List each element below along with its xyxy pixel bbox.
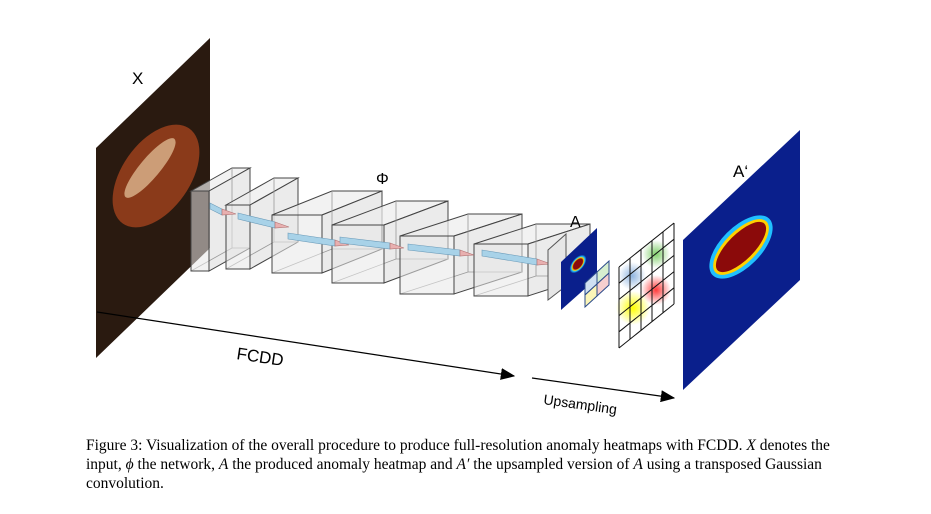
caption-text: Figure 3: Visualization of the overall p… (86, 437, 747, 454)
kernel (339, 236, 405, 250)
caption-text: the upsampled version of (469, 456, 634, 473)
grid-line (618, 238, 675, 284)
caption-text: denotes the input, (86, 437, 830, 473)
heatmap-a (561, 228, 597, 310)
heatmap-upsampled (683, 130, 800, 390)
network-layers (189, 167, 591, 297)
caption-var-a: A (633, 456, 643, 473)
kernel-grid (584, 259, 610, 309)
grid-line (618, 255, 675, 300)
kernel (209, 202, 237, 216)
caption-text: the produced anomaly heatmap and (228, 456, 457, 473)
fcdd-label: FCDD (235, 344, 285, 370)
upsampled-label: A‘ (733, 162, 748, 181)
input-image (96, 38, 210, 358)
caption-var-a: A (218, 456, 229, 473)
grid-line (618, 287, 675, 333)
kernel-cell (596, 271, 610, 298)
upsampling-arrow (531, 377, 676, 403)
figure-caption: Figure 3: Visualization of the overall p… (86, 436, 846, 493)
caption-var-aprime: A′ (456, 456, 470, 473)
fcdd-diagram: X Φ A A‘ FCDD Upsampling (96, 38, 800, 417)
network-label: Φ (376, 171, 389, 188)
caption-var-x: X (746, 437, 756, 454)
grid-line (618, 222, 675, 268)
grid-line (618, 303, 675, 349)
heatmap-label: A (570, 214, 581, 231)
caption-text: the network, (133, 456, 219, 473)
kernel (237, 212, 290, 229)
upsampling-label: Upsampling (543, 391, 618, 417)
fcdd-arrow (96, 311, 516, 380)
grid-line (618, 271, 675, 316)
caption-var-phi: ϕ (125, 456, 134, 473)
caption-text: using a transposed Gaussian convolution. (86, 456, 822, 492)
upsampling-grid (616, 222, 675, 349)
kernel (407, 243, 475, 257)
input-label: X (132, 69, 143, 88)
